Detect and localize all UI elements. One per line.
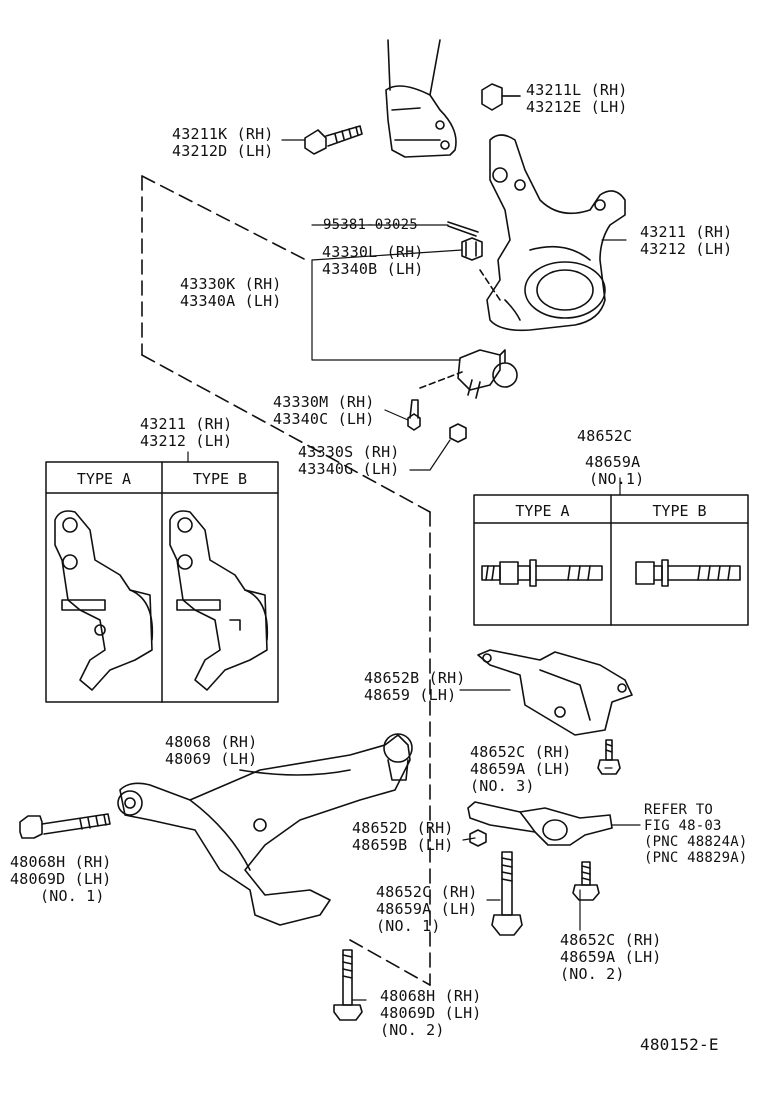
- label-line: 43340C (LH): [273, 410, 375, 428]
- label-arm-bolt-bottom: 48068H (RH) 48069D (LH) (NO. 2): [380, 988, 482, 1039]
- label-line: 95381-03025: [323, 217, 418, 233]
- strut-icon: [385, 39, 457, 158]
- bolt-type-b-header: TYPE B: [652, 502, 707, 520]
- bolt-top-icon: [304, 125, 363, 155]
- bolt-type-a-header: TYPE A: [515, 502, 570, 520]
- label-bracket: 48652B (RH) 48659 (LH): [364, 670, 466, 704]
- type-table-knuckle: [45, 461, 279, 703]
- label-bolt-types-header: 48652C: [577, 428, 632, 445]
- rear-bracket-icon: [467, 801, 613, 846]
- knuckle-type-a-icon: [54, 510, 154, 691]
- label-line: 48069D (LH): [10, 870, 112, 888]
- diagram-code: 480152-E: [640, 1035, 719, 1054]
- label-bolt-no2: 48652C (RH) 48659A (LH) (NO. 2): [560, 932, 662, 983]
- label-line: 48659A (LH): [470, 760, 572, 778]
- label-bolt-top: 43211K (RH) 43212D (LH): [172, 126, 274, 160]
- label-line: 48069D (LH): [380, 1004, 482, 1022]
- label-bolt-no3: 48652C (RH) 48659A (LH) (NO. 3): [470, 744, 572, 795]
- label-line: (PNC 48824A): [644, 834, 748, 850]
- label-line: 43212 (LH): [140, 432, 233, 450]
- nut-top-icon: [481, 83, 521, 111]
- label-nut-top: 43211L (RH) 43212E (LH): [526, 82, 628, 116]
- label-arm: 48068 (RH) 48069 (LH): [165, 734, 257, 768]
- label-line: (NO. 1): [376, 917, 441, 935]
- bolt-no1-icon: [491, 851, 523, 936]
- label-line: (NO.1): [589, 470, 645, 488]
- label-line: 43330S (RH): [298, 443, 400, 461]
- label-line: 48659A (LH): [560, 948, 662, 966]
- assembly-dashed-lines: [141, 175, 501, 986]
- label-nut-arm: 48652D (RH) 48659B (LH): [352, 820, 454, 854]
- label-knuckle-types: 43211 (RH) 43212 (LH): [140, 416, 232, 450]
- label-line: 43330K (RH): [180, 275, 282, 293]
- label-knuckle: 43211 (RH) 43212 (LH): [640, 224, 732, 258]
- label-line: REFER TO: [644, 802, 714, 818]
- label-line: 43211K (RH): [172, 125, 274, 143]
- label-line: 43330L (RH): [322, 243, 424, 261]
- nut-arm-icon: [469, 829, 487, 847]
- label-line: 43211 (RH): [140, 415, 233, 433]
- label-refer: REFER TO FIG 48-03 (PNC 48824A) (PNC 488…: [644, 802, 748, 866]
- label-line: FIG 48-03: [644, 818, 722, 834]
- lower-arm-icon: [117, 733, 413, 926]
- label-line: 48659A: [585, 453, 641, 471]
- label-line: (NO. 3): [470, 777, 535, 795]
- label-line: 43340G (LH): [298, 460, 400, 478]
- label-line: 48068H (RH): [380, 987, 482, 1005]
- bolt-no2-icon: [572, 861, 600, 901]
- label-line: 43212E (LH): [526, 98, 628, 116]
- label-line: 43330M (RH): [273, 393, 375, 411]
- label-line: 43211 (RH): [640, 223, 733, 241]
- label-line: 48652C: [577, 427, 633, 445]
- label-arm-bolt-front: 48068H (RH) 48069D (LH) (NO. 1): [10, 854, 112, 905]
- label-line: (NO. 2): [560, 965, 625, 983]
- label-bolt-no1: 48652C (RH) 48659A (LH) (NO. 1): [376, 884, 478, 935]
- label-line: 48652D (RH): [352, 819, 454, 837]
- label-line: 48068H (RH): [10, 853, 112, 871]
- label-line: 48652C (RH): [560, 931, 662, 949]
- label-line: 48068 (RH): [165, 733, 258, 751]
- label-line: 43340A (LH): [180, 292, 282, 310]
- ball-joint-bolt-icon: [407, 399, 421, 431]
- knuckle-type-b-icon: [169, 510, 269, 691]
- label-line: 43211L (RH): [526, 81, 628, 99]
- label-ball-joint: 43330K (RH) 43340A (LH): [180, 276, 282, 310]
- label-bolt-types-sub: 48659A (NO.1): [585, 454, 644, 488]
- label-line: 48652C (RH): [376, 883, 478, 901]
- label-line: (NO. 1): [40, 887, 105, 905]
- label-line: 43212 (LH): [640, 240, 733, 258]
- bolt-no3-icon: [597, 739, 621, 775]
- bracket-icon: [477, 649, 633, 736]
- knuckle-type-a-header: TYPE A: [76, 470, 132, 488]
- leader-lines: [187, 95, 641, 1001]
- label-line: (PNC 48829A): [644, 850, 748, 866]
- label-ball-joint-nut2: 43330S (RH) 43340G (LH): [298, 444, 400, 478]
- label-cotter: 95381-03025: [323, 217, 418, 234]
- castle-nut-icon: [461, 237, 483, 261]
- type-table-bolt: [473, 494, 749, 626]
- label-line: 48659 (LH): [364, 686, 457, 704]
- label-line: 48069 (LH): [165, 750, 258, 768]
- label-line: 43340B (LH): [322, 260, 424, 278]
- bolt-type-a-icon: [481, 559, 603, 587]
- label-line: (NO. 2): [380, 1021, 445, 1039]
- ball-joint-icon: [457, 349, 518, 399]
- label-line: 48652C (RH): [470, 743, 572, 761]
- bolt-type-b-icon: [635, 559, 741, 587]
- label-line: 48659A (LH): [376, 900, 478, 918]
- label-line: 48652B (RH): [364, 669, 466, 687]
- ball-joint-nut-icon: [449, 423, 467, 443]
- arm-bolt-bottom-icon: [333, 949, 363, 1021]
- label-line: 43212D (LH): [172, 142, 274, 160]
- cotter-pin-icon: [447, 221, 479, 237]
- label-ball-joint-bolt: 43330M (RH) 43340C (LH): [273, 394, 375, 428]
- label-ball-joint-nut: 43330L (RH) 43340B (LH): [322, 244, 424, 278]
- steering-knuckle-icon: [486, 134, 626, 332]
- label-line: 48659B (LH): [352, 836, 454, 854]
- knuckle-type-b-header: TYPE B: [192, 470, 248, 488]
- arm-bolt-front-icon: [19, 813, 111, 839]
